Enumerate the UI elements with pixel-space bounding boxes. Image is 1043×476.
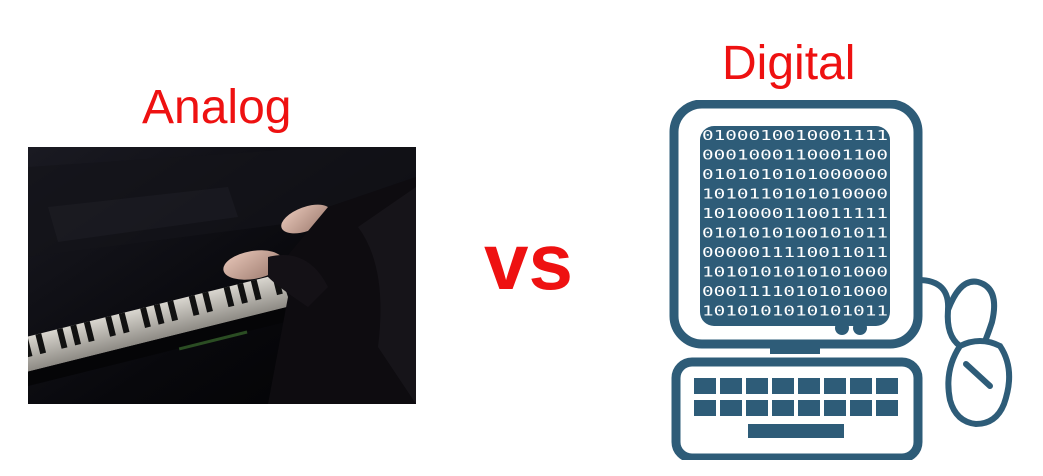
piano-photo [28,147,416,404]
binary-line: 0100010010001111 [702,129,888,144]
monitor-button-right [853,321,867,335]
binary-line: 0001111010101000 [702,285,888,300]
binary-line: 1010101010101000 [702,266,888,281]
binary-line: 1010000110011111 [702,207,888,222]
binary-screen-text: 0100010010001111 0001000110001100 01010101… [702,129,888,320]
keyboard-icon [671,357,923,460]
binary-line: 0101010100101011 [702,227,888,242]
binary-line: 0101010101000000 [702,168,888,183]
digital-title: Digital [722,37,856,90]
binary-line: 1010101010101011 [702,305,888,320]
binary-line: 0001000110001100 [702,149,888,164]
analog-title: Analog [142,81,292,134]
keyboard-keys [694,378,898,438]
monitor-button-left [835,321,849,335]
monitor-screen [700,126,890,326]
binary-line: 0000011110011011 [702,246,888,261]
mouse-icon [945,338,1013,428]
binary-line: 1010110101010000 [702,188,888,203]
computer-icon: 0100010010001111 0001000110001100 01010101… [669,100,1013,460]
vs-label: vs [484,217,573,306]
